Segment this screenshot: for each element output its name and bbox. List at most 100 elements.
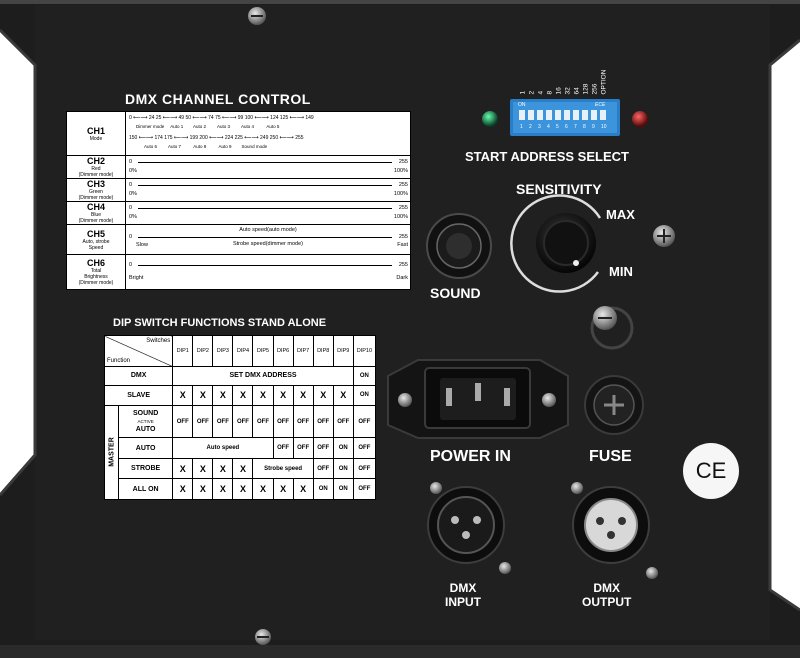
dip-cell: X	[312, 385, 334, 406]
dip-header: DIP1	[172, 335, 194, 367]
power-in-label: POWER IN	[430, 448, 511, 465]
dip-number-label: 9	[592, 124, 595, 130]
dip-cell: X	[272, 385, 294, 406]
dip-cell: ON	[332, 457, 354, 480]
dip-number-label: 2	[529, 124, 532, 130]
dip-value-label: 16	[555, 87, 563, 95]
dip-header: DIP4	[232, 335, 254, 367]
ce-mark: CE	[683, 443, 739, 499]
dip-cell: OFF	[252, 404, 274, 439]
dip-number-label: 1	[520, 124, 523, 130]
dip-cell: OFF	[272, 437, 294, 459]
dmx-output-label: DMX OUTPUT	[582, 581, 632, 609]
dip-cell: X	[292, 478, 314, 500]
ground-screw-icon	[590, 306, 634, 350]
dip-number-label: 7	[574, 124, 577, 130]
sound-microphone-icon	[426, 213, 492, 279]
dip-header: DIP10	[352, 335, 377, 367]
sound-label: SOUND	[430, 285, 481, 301]
dip-cell: X	[172, 457, 194, 480]
dip-cell: X	[232, 478, 254, 500]
dmx-output-connector-icon	[571, 482, 658, 579]
dip-cell: X	[172, 385, 194, 406]
ch1-line1: 0 ⟵⟶ 24 25 ⟵⟶ 49 50 ⟵⟶ 74 75 ⟵⟶ 99 100 ⟵…	[129, 115, 314, 121]
dip-header: DIP6	[272, 335, 294, 367]
dmx-channel-control-title: DMX CHANNEL CONTROL	[125, 91, 311, 107]
dip-row-label: AUTO	[118, 437, 174, 459]
power-inlet-icon	[387, 359, 569, 439]
table-row: ALL ON X X X X X X X ON ON OFF	[105, 478, 377, 500]
dip-cell: X	[252, 478, 274, 500]
dip-row-label: DMX	[103, 365, 174, 387]
dip-cell: X	[192, 385, 214, 406]
dip-number-label: 4	[547, 124, 550, 130]
dip-number-label: 8	[583, 124, 586, 130]
red-led-icon	[632, 111, 648, 127]
dip-header: DIP7	[292, 335, 314, 367]
dip-cell: OFF	[192, 404, 214, 439]
green-led-icon	[482, 111, 498, 127]
dip-value-label: 8	[546, 90, 554, 95]
dip-cell: OFF	[212, 404, 234, 439]
dip-value-label: OPTION	[600, 69, 608, 95]
dip-row-label: SLAVE	[103, 385, 174, 406]
dip-header: DIP2	[192, 335, 214, 367]
dip-cell: OFF	[312, 457, 334, 480]
dip-value-label: 2	[528, 90, 536, 95]
start-address-select-label: START ADDRESS SELECT	[465, 149, 629, 164]
dip-cell: X	[212, 385, 234, 406]
dip-row-label: ALL ON	[118, 478, 174, 500]
dip-cell: X	[252, 385, 274, 406]
dip-cell: OFF	[312, 437, 334, 459]
fuse-label: FUSE	[589, 448, 632, 465]
dip-cell: OFF	[232, 404, 254, 439]
sensitivity-knob-icon	[510, 194, 602, 293]
dip-value-label: 1	[519, 90, 527, 95]
dip-cell: X	[332, 385, 354, 406]
dip-cell: OFF	[312, 404, 334, 439]
dip-cell: X	[172, 478, 194, 500]
dip-value-label: 128	[582, 83, 590, 95]
dip-cell: ON	[332, 437, 354, 459]
dip-number-label: 10	[601, 124, 607, 130]
master-label-cell: MASTER	[103, 404, 120, 501]
dip-cell: OFF	[272, 404, 294, 439]
ch1-line2: 150 ⟵⟶ 174 175 ⟵⟶ 199 200 ⟵⟶ 224 225 ⟵⟶ …	[129, 135, 304, 141]
dip-brand-label: ECE	[595, 102, 606, 108]
dip-cell: OFF	[172, 404, 194, 439]
dmx-input-label: DMX INPUT	[445, 581, 481, 609]
dip-cell: OFF	[292, 437, 314, 459]
dip-cell: ON	[332, 478, 354, 500]
dip-cell: OFF	[292, 404, 314, 439]
top-screw-icon	[248, 7, 266, 25]
sensitivity-label: SENSITIVITY	[516, 181, 602, 197]
dmx-input-connector-icon	[427, 482, 511, 574]
dip-cell: X	[212, 457, 234, 480]
ch1-labels1: Dimmer mode Auto 1 Auto 2 Auto 3 Auto 4 …	[136, 124, 280, 129]
dip-cell: X	[292, 385, 314, 406]
dip-cell: OFF	[352, 457, 377, 480]
dip-cell: X	[192, 478, 214, 500]
